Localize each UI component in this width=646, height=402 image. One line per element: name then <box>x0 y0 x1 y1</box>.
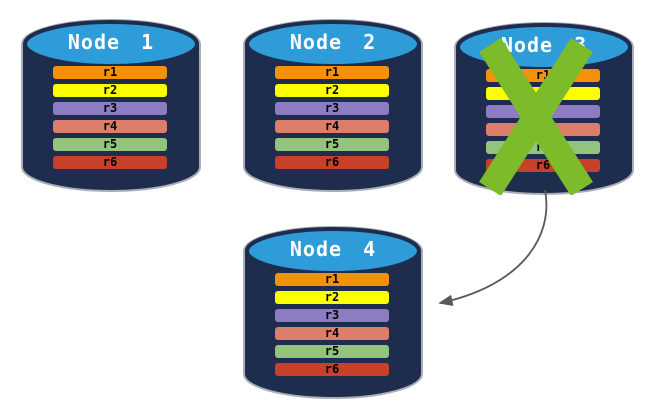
record-bar: r1 <box>275 66 389 79</box>
record-bar: r6 <box>275 156 389 169</box>
node-4: Node 4 r1 r2 r3 r4 r5 r6 <box>241 217 425 399</box>
record-bar: r2 <box>53 84 167 97</box>
record-bar: r4 <box>53 120 167 133</box>
failover-arrow-icon <box>438 189 548 307</box>
record-bar: r1 <box>53 66 167 79</box>
record-bar: r4 <box>275 120 389 133</box>
record-bar: r3 <box>53 102 167 115</box>
record-bar: r5 <box>53 138 167 151</box>
node-title: Node 1 <box>67 30 155 54</box>
record-bar: r1 <box>275 273 389 286</box>
node-1: Node 1 r1 r2 r3 r4 r5 r6 <box>19 10 203 192</box>
record-bar: r2 <box>275 291 389 304</box>
record-stack: r1 r2 r3 r4 r5 r6 <box>275 66 389 174</box>
record-bar: r4 <box>275 327 389 340</box>
node-title: Node 4 <box>289 237 377 261</box>
node-3: Node 3 r1 r2 r3 r4 r5 r6 <box>452 13 636 195</box>
record-bar: r5 <box>275 138 389 151</box>
node-2: Node 2 r1 r2 r3 r4 r5 r6 <box>241 10 425 192</box>
record-bar: r5 <box>275 345 389 358</box>
node-title: Node 2 <box>289 30 377 54</box>
record-stack: r1 r2 r3 r4 r5 r6 <box>275 273 389 381</box>
failure-x-icon <box>479 38 593 195</box>
record-stack: r1 r2 r3 r4 r5 r6 <box>53 66 167 174</box>
record-bar: r2 <box>275 84 389 97</box>
record-bar: r3 <box>275 309 389 322</box>
record-bar: r3 <box>275 102 389 115</box>
record-bar: r6 <box>275 363 389 376</box>
record-bar: r6 <box>53 156 167 169</box>
